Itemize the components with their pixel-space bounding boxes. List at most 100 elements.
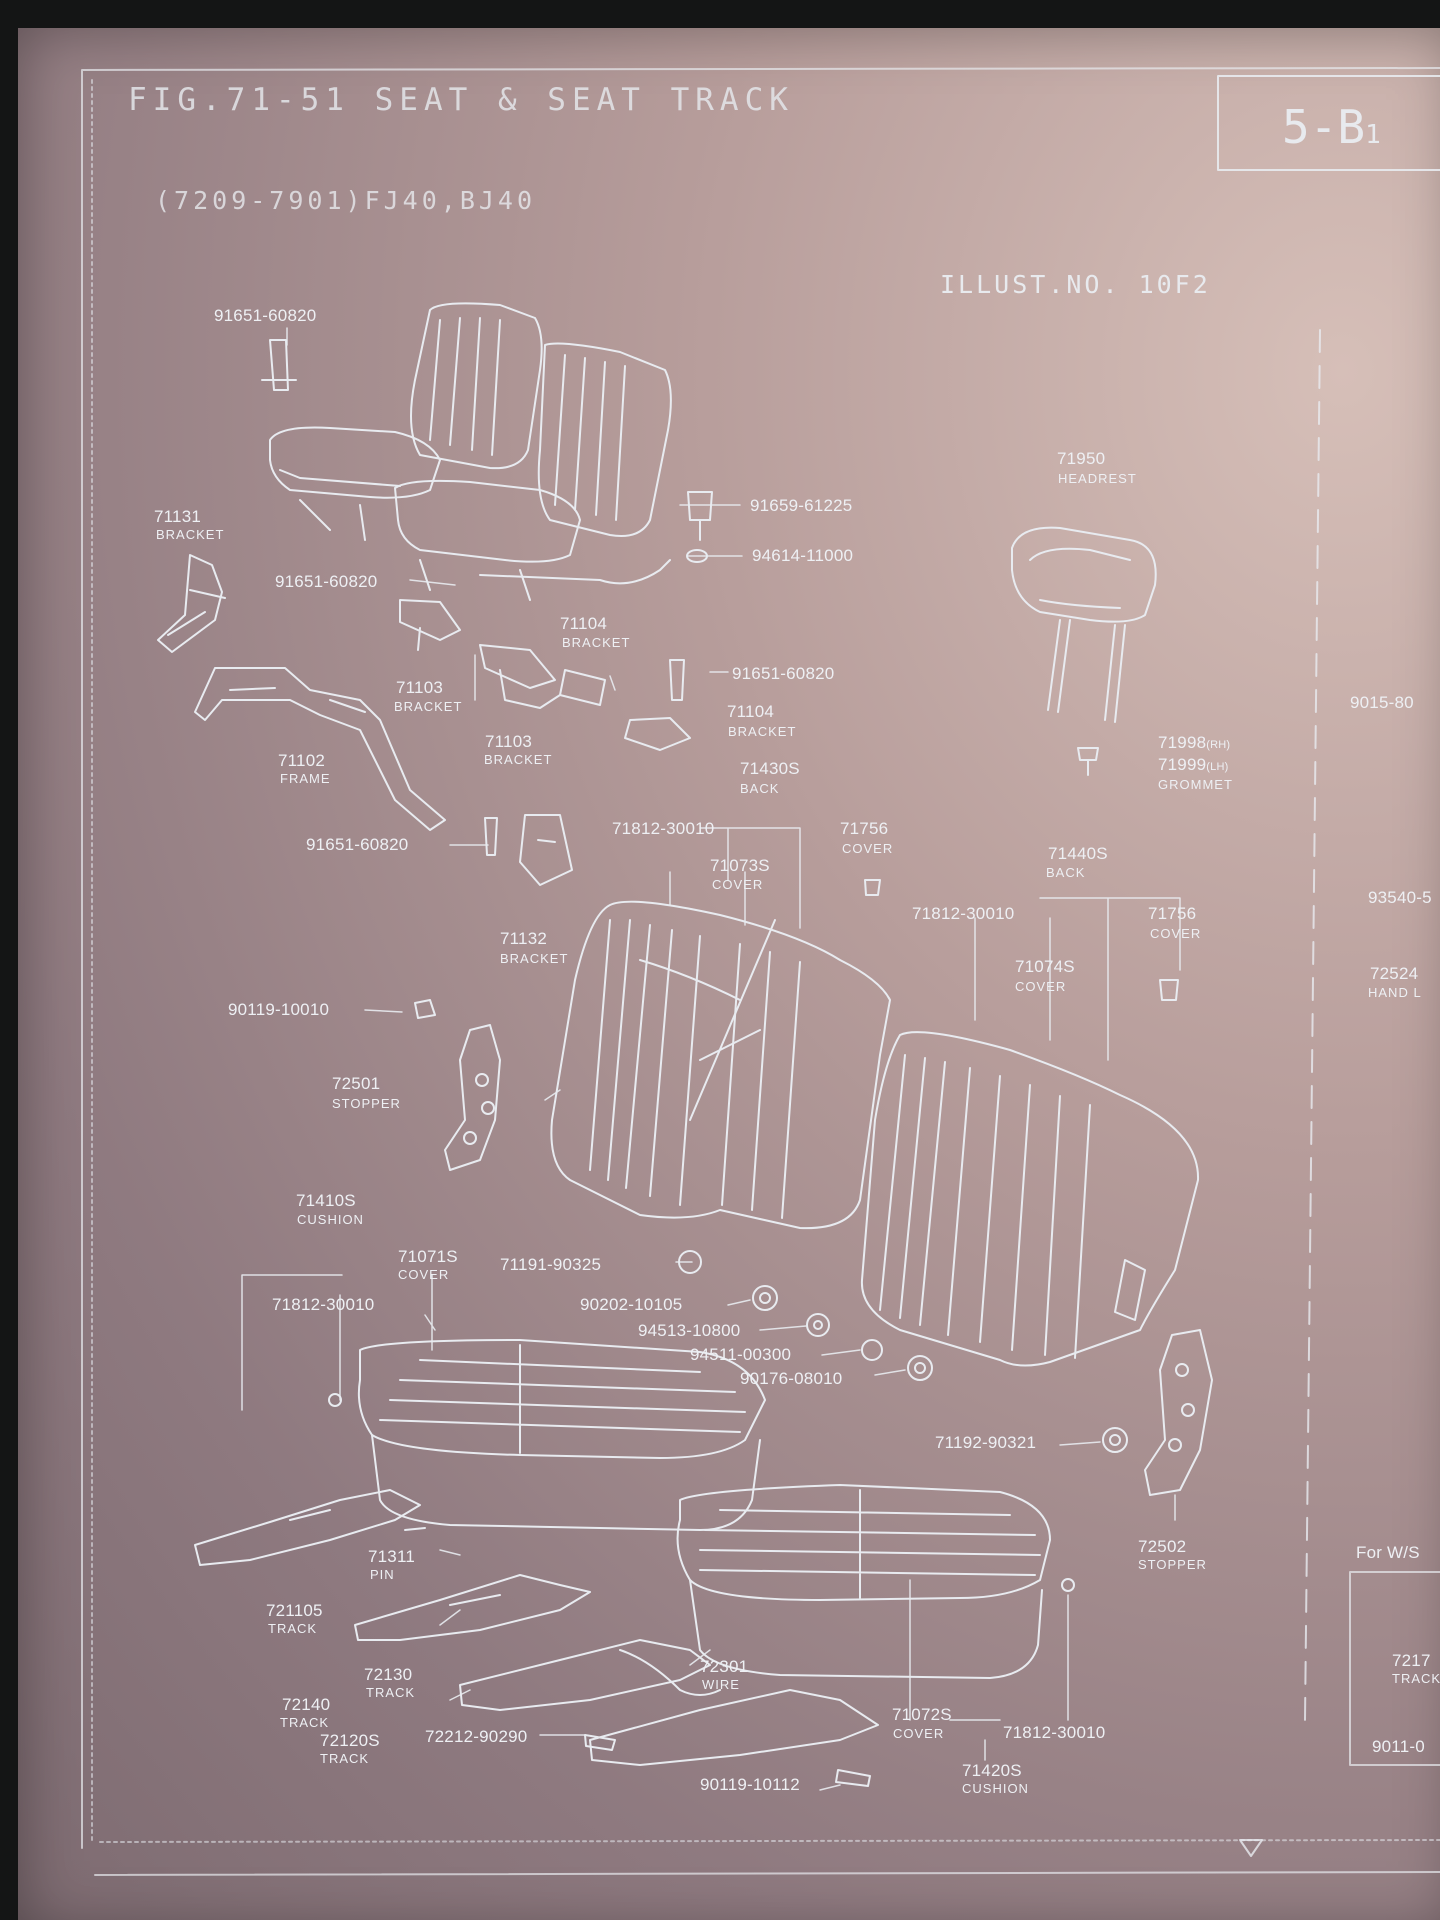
bolt-icon-4 — [484, 817, 498, 856]
washer-icon-2 — [752, 1285, 778, 1311]
part-name-label: WIRE — [702, 1677, 740, 1692]
part-number-label: 90202-10105 — [580, 1295, 683, 1314]
bolt-icon-2 — [687, 491, 713, 541]
part-name-label: TRACK — [280, 1715, 330, 1730]
bracket-71132 — [519, 814, 573, 886]
part-number-label: 71103 — [396, 678, 444, 697]
part-number-label: 91659-61225 — [750, 496, 853, 515]
part-number-label: 94513-10800 — [638, 1321, 741, 1340]
part-name-label: COVER — [842, 841, 894, 856]
track-72140 — [459, 1639, 711, 1711]
bolt-icon-3 — [669, 659, 685, 701]
wire-72301 — [619, 1649, 721, 1696]
bracket-71103-b — [479, 644, 561, 709]
part-number-label: 71440S — [1048, 844, 1108, 863]
part-name-label: BACK — [1046, 865, 1086, 880]
part-number-label: 91651-60820 — [275, 572, 378, 591]
part-name-label: GROMMET — [1158, 777, 1233, 792]
sheet-border-outer — [81, 67, 1440, 1876]
part-number-label: 72502 — [1138, 1537, 1187, 1556]
part-number-label: 71998(RH) — [1158, 734, 1230, 754]
edge-label: 93540-5 — [1368, 888, 1432, 907]
part-number-label: 71410S — [296, 1191, 356, 1210]
part-name-label: BRACKET — [484, 752, 553, 767]
part-number-label: 72501 — [332, 1074, 381, 1093]
part-number-label: 71071S — [398, 1247, 458, 1266]
edge-label: 9015-80 — [1350, 693, 1414, 712]
part-name-label: BACK — [740, 781, 780, 796]
nut-icon-3 — [1102, 1427, 1128, 1453]
part-number-label: 90119-10112 — [700, 1775, 800, 1794]
part-name-label: CUSHION — [962, 1781, 1029, 1796]
part-side: (RH) — [1206, 739, 1231, 751]
part-number: 71999 — [1158, 755, 1207, 774]
track-72130 — [354, 1574, 591, 1641]
part-name-label: COVER — [893, 1726, 945, 1741]
part-name-label: BRACKET — [156, 527, 225, 542]
part-name-label: BRACKET — [562, 635, 631, 650]
part-number-label: 72140 — [282, 1695, 331, 1714]
part-number-label: 71950 — [1057, 449, 1106, 468]
page-code-main: 5-B — [1282, 100, 1366, 154]
part-number-label: 71756 — [1148, 904, 1197, 923]
part-name-label: FRAME — [280, 771, 331, 786]
part-name-label: STOPPER — [332, 1096, 401, 1111]
figure-title: FIG.71-51 SEAT & SEAT TRACK — [128, 82, 794, 118]
part-name-label: COVER — [398, 1267, 450, 1282]
part-number-label: 71102 — [278, 751, 326, 770]
part-name-label: PIN — [370, 1567, 395, 1582]
page-code-subscript: 1 — [1365, 120, 1381, 150]
frame-71102 — [194, 667, 446, 831]
part-number-label: 72130 — [364, 1665, 413, 1684]
bolt-icon-7 — [835, 1769, 871, 1787]
part-number-label: 94614-11000 — [752, 546, 854, 565]
part-number-label: 71812-30010 — [1003, 1723, 1106, 1742]
sheet-border-inner — [91, 79, 1440, 1843]
part-number-label: 71073S — [710, 856, 770, 875]
grommet-icon — [1077, 747, 1099, 776]
part-number-label: 71131 — [154, 507, 202, 526]
bolt-icon-5 — [414, 999, 436, 1019]
part-number-label: 71132 — [500, 929, 548, 948]
parts-sheet — [18, 28, 1440, 1920]
part-number-label: 91651-60820 — [732, 664, 835, 683]
part-name-label: COVER — [712, 877, 764, 892]
part-number-label: 71812-30010 — [612, 819, 715, 838]
headrest-71950 — [1011, 526, 1157, 723]
pin-71311 — [404, 1527, 426, 1531]
edge-label: 7217 — [1392, 1651, 1431, 1670]
part-name-label: COVER — [1150, 926, 1202, 941]
part-number-label: 71812-30010 — [912, 904, 1015, 923]
part-number-label: 94511-00300 — [690, 1345, 792, 1364]
part-number-label: 71420S — [962, 1761, 1022, 1780]
bolt-icon-1 — [261, 339, 297, 391]
part-number-label: 71104 — [560, 614, 608, 633]
cover-71756-a — [864, 879, 881, 896]
bracket-71104-b — [624, 717, 691, 751]
part-number-label: 71072S — [892, 1705, 952, 1724]
track-721105 — [194, 1489, 421, 1566]
cover-71756-b — [1159, 979, 1179, 1001]
part-name-label: HEADREST — [1058, 471, 1137, 486]
stopper-72502 — [1144, 1329, 1213, 1496]
bolt-icon-6 — [584, 1734, 616, 1751]
bracket-71131 — [157, 554, 226, 653]
seat-back-71430S — [550, 900, 891, 1230]
edge-label: 72524 — [1370, 964, 1419, 983]
cut-line — [1304, 329, 1321, 1721]
part-side: (LH) — [1206, 761, 1229, 773]
model-range: (7209-7901)FJ40,BJ40 — [155, 186, 537, 215]
nav-arrow-icon — [1239, 1839, 1263, 1857]
part-name-label: STOPPER — [1138, 1557, 1207, 1572]
part-number-label: 71756 — [840, 819, 889, 838]
page-code-box — [1217, 75, 1440, 171]
part-number: 71998 — [1158, 733, 1207, 752]
edge-label: HAND L — [1368, 985, 1422, 1000]
part-number-label: 91651-60820 — [306, 835, 409, 854]
part-number-label: 71999(LH) — [1158, 756, 1228, 776]
edge-label: 9011-0 — [1372, 1737, 1425, 1756]
part-number-label: 91651-60820 — [214, 306, 317, 325]
part-name-label: TRACK — [268, 1621, 318, 1636]
